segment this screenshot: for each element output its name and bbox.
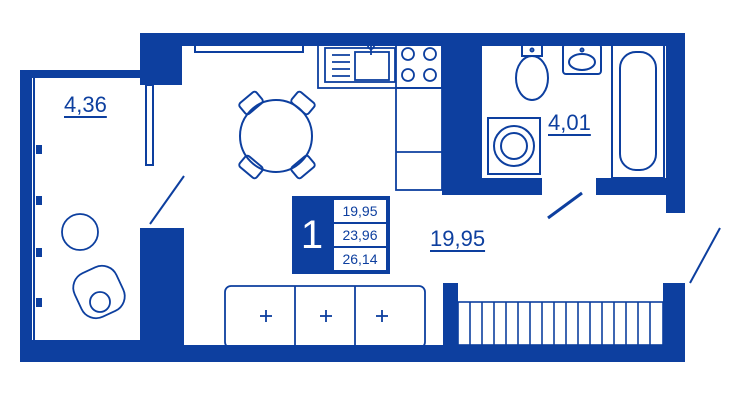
loggia-area-label: 4,36: [64, 92, 107, 117]
loggia-door-swing: [149, 175, 185, 225]
bathroom-area-label: 4,01: [548, 110, 591, 135]
living-area-value: 19,95: [334, 200, 386, 222]
sofa: [224, 285, 426, 349]
total-area-value: 23,96: [334, 224, 386, 246]
loggia-furniture: [61, 213, 126, 320]
entry-door-swing: [689, 227, 721, 284]
wardrobe: [457, 301, 664, 346]
walls: [20, 33, 685, 362]
radiator: [194, 43, 304, 53]
loggia-posts: [36, 145, 42, 307]
bathroom-fixtures: [487, 43, 665, 179]
room-count: 1: [300, 213, 324, 257]
room-area-label: 19,95: [430, 226, 486, 251]
kitchen: [317, 41, 443, 191]
bathroom-door: [547, 191, 583, 220]
dining-table: [238, 90, 316, 180]
loggia-door: [145, 84, 154, 166]
area-with-loggia-value: 26,14: [334, 248, 386, 270]
apartment-info-badge: 1 19,95 23,96 26,14: [292, 196, 390, 274]
